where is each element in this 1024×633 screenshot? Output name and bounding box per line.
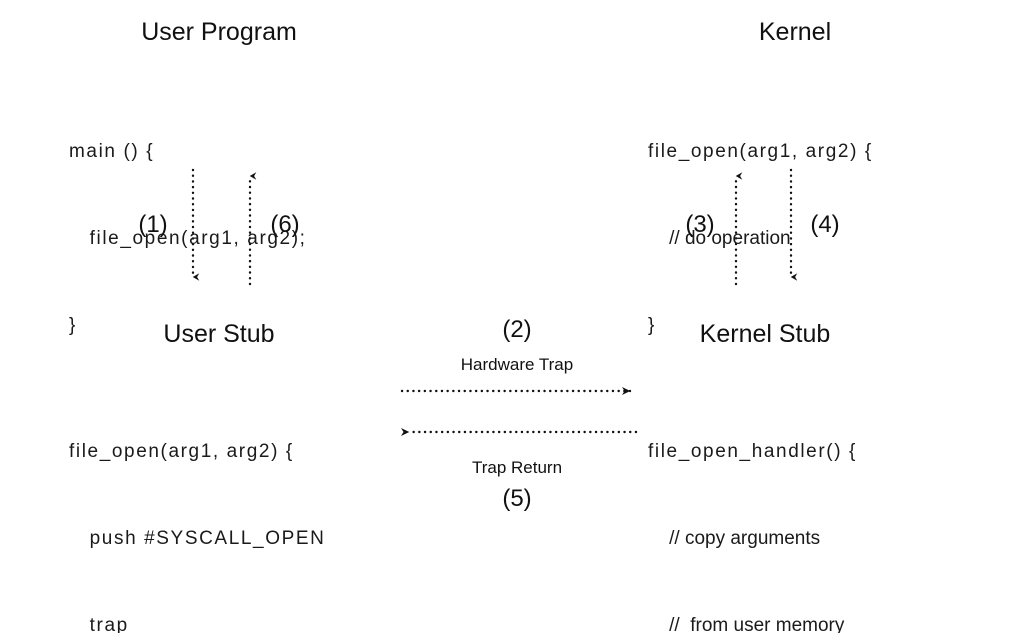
code-line: } <box>648 315 656 336</box>
heading-user-stub: User Stub <box>163 320 275 348</box>
code-line-comment: // from user memory <box>648 615 845 633</box>
step-number-2: (2) <box>502 316 532 343</box>
code-user-stub: file_open(arg1, arg2) { push #SYSCALL_OP… <box>69 379 325 633</box>
code-line-comment: // copy arguments <box>648 528 821 549</box>
code-line: file_open_handler() { <box>648 441 857 462</box>
step-number-4: (4) <box>810 211 840 238</box>
heading-kernel: Kernel <box>758 18 832 46</box>
code-line: } <box>69 315 77 336</box>
step-number-3: (3) <box>685 211 715 238</box>
step-number-6: (6) <box>270 211 300 238</box>
heading-kernel-stub: Kernel Stub <box>699 320 831 348</box>
caption-hardware-trap: Hardware Trap <box>460 355 574 374</box>
code-line: file_open(arg1, arg2) { <box>648 141 873 162</box>
code-line: main () { <box>69 141 155 162</box>
heading-user-program: User Program <box>141 18 297 46</box>
code-line-comment: // do operation <box>648 228 791 249</box>
code-line: file_open(arg1, arg2) { <box>69 441 294 462</box>
code-line: trap <box>69 615 129 633</box>
code-kernel: file_open(arg1, arg2) { // do operation … <box>648 79 873 398</box>
caption-trap-return: Trap Return <box>471 458 563 477</box>
code-user-program: main () { file_open(arg1, arg2); } <box>69 79 307 398</box>
step-number-5: (5) <box>502 485 532 512</box>
code-kernel-stub: file_open_handler() { // copy arguments … <box>648 379 892 633</box>
code-line: push #SYSCALL_OPEN <box>69 528 326 549</box>
code-line: file_open(arg1, arg2); <box>69 228 307 249</box>
step-number-1: (1) <box>138 211 168 238</box>
